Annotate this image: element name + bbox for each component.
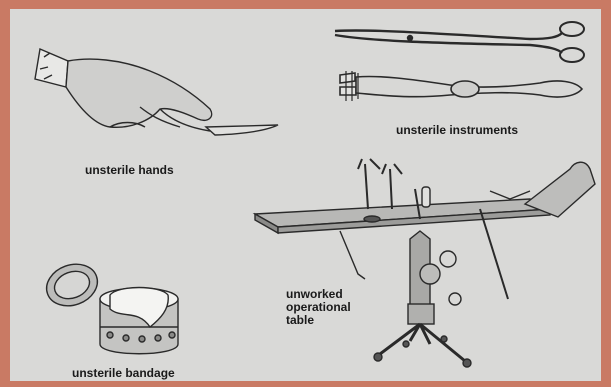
scissors-illustration — [335, 22, 584, 62]
unworked-operational-table-caption: unworked operational table — [286, 288, 376, 327]
bandage-tin-illustration — [41, 257, 178, 353]
operating-table-illustration — [255, 159, 595, 367]
unsterile-instruments-caption: unsterile instruments — [396, 124, 518, 137]
table-caption-line-3: table — [286, 314, 376, 327]
illustration-panel: unsterile hands unsterile instruments un… — [10, 9, 601, 381]
forceps-illustration — [340, 71, 582, 101]
unsterile-hands-caption: unsterile hands — [85, 164, 174, 177]
hand-with-scalpel-illustration — [35, 49, 278, 135]
unsterile-bandage-caption: unsterile bandage — [72, 367, 175, 380]
